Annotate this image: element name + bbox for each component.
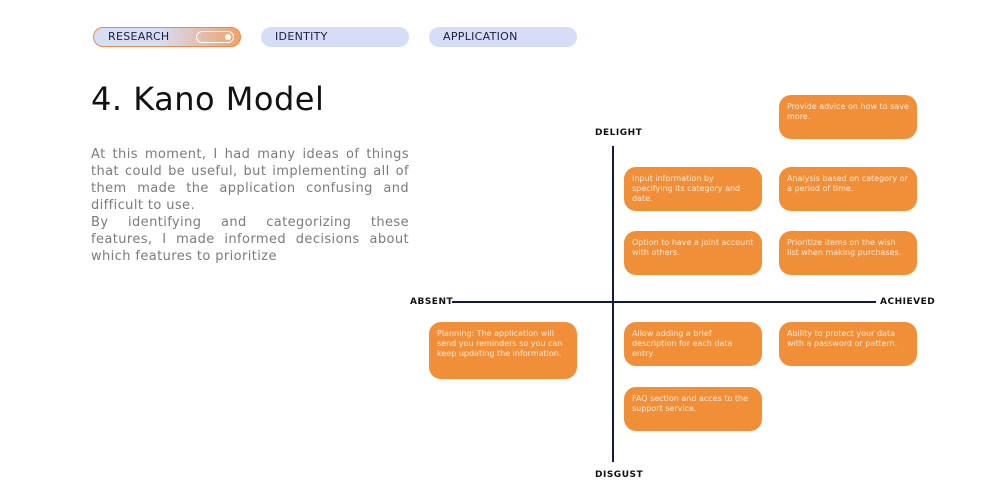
feature-card: Input information by specifying its cate… <box>624 167 762 211</box>
feature-card: Allow adding a brief description for eac… <box>624 322 762 366</box>
vertical-axis <box>612 146 614 462</box>
axis-label-achieved: ACHIEVED <box>880 297 936 307</box>
description: At this moment, I had many ideas of thin… <box>91 146 409 265</box>
feature-card: Planning: The application will send you … <box>429 322 577 379</box>
feature-card: Ability to protect your data with a pass… <box>779 322 917 366</box>
feature-card: Provide advice on how to save more. <box>779 95 917 139</box>
horizontal-axis <box>452 301 876 303</box>
axis-label-disgust: DISGUST <box>595 470 644 480</box>
feature-card: FAQ section and acces to the support ser… <box>624 387 762 431</box>
tab-research[interactable]: RESEARCH <box>93 27 241 47</box>
tab-identity[interactable]: IDENTITY <box>261 27 409 47</box>
tab-application[interactable]: APPLICATION <box>429 27 577 47</box>
description-paragraph-2: By identifying and categorizing these fe… <box>91 215 409 264</box>
toggle-switch-icon <box>196 31 234 43</box>
feature-card: Analysis based on category or a period o… <box>779 167 917 211</box>
feature-card: Option to have a joint account with othe… <box>624 231 762 275</box>
description-paragraph-1: At this moment, I had many ideas of thin… <box>91 147 409 213</box>
feature-card: Prioritize items on the wish list when m… <box>779 231 917 275</box>
tab-application-label: APPLICATION <box>443 30 518 43</box>
page-title: 4. Kano Model <box>91 80 325 118</box>
tab-research-label: RESEARCH <box>108 30 170 43</box>
axis-label-absent: ABSENT <box>410 297 454 307</box>
axis-label-delight: DELIGHT <box>595 128 643 138</box>
tab-identity-label: IDENTITY <box>275 30 328 43</box>
